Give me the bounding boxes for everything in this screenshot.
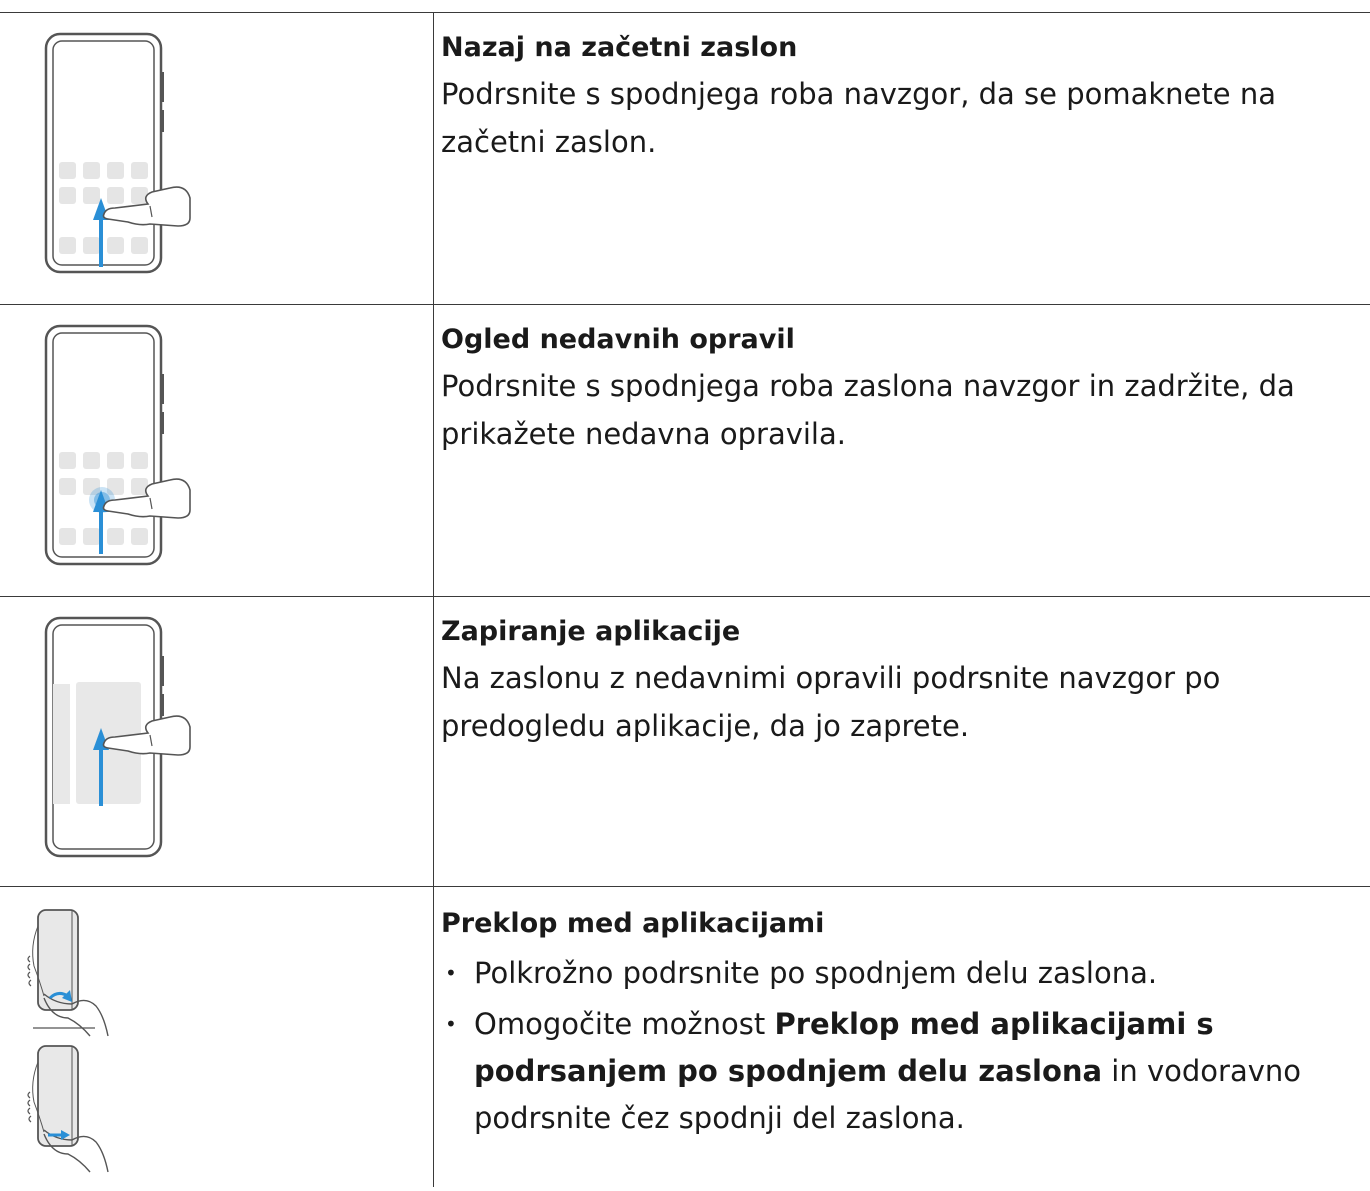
row-3-text: Zapiranje aplikacije Na zaslonu z nedavn… xyxy=(441,614,1341,750)
swipe-up-hold-recents-gesture-icon xyxy=(0,304,433,596)
row-divider xyxy=(0,596,1370,597)
row-4-bullet-list: •Polkrožno podrsnite po spodnjem delu za… xyxy=(441,950,1341,1142)
row-divider xyxy=(0,886,1370,887)
row-2-title: Ogled nedavnih opravil xyxy=(441,324,795,355)
list-item: •Polkrožno podrsnite po spodnjem delu za… xyxy=(445,956,1158,990)
swipe-up-home-gesture-icon xyxy=(0,12,433,304)
swipe-up-close-app-gesture-icon xyxy=(0,596,433,886)
row-2-description: Podrsnite s spodnjega roba zaslona navzg… xyxy=(441,369,1295,451)
row-1-text: Nazaj na začetni zaslon Podrsnite s spod… xyxy=(441,30,1341,166)
setting-name: Preklop med aplikacijami s podrsanjem po… xyxy=(474,1007,1214,1088)
bullet-2-suffix: in vodoravno podrsnite čez spodnji del z… xyxy=(474,1054,1302,1135)
arc-swipe-switch-apps-gesture-icon xyxy=(0,886,433,1187)
row-1-title: Nazaj na začetni zaslon xyxy=(441,32,798,63)
row-4-title: Preklop med aplikacijami xyxy=(441,908,825,939)
row-3-description: Na zaslonu z nedavnimi opravili podrsnit… xyxy=(441,661,1221,743)
bullet-2-prefix: Omogočite možnost xyxy=(474,1007,775,1041)
column-divider xyxy=(433,12,434,1187)
bullet-1-text: Polkrožno podrsnite po spodnjem delu zas… xyxy=(474,956,1158,990)
row-2-text: Ogled nedavnih opravil Podrsnite s spodn… xyxy=(441,322,1341,458)
list-item: •Omogočite možnost Preklop med aplikacij… xyxy=(445,1007,1302,1135)
row-divider xyxy=(0,304,1370,305)
row-1-description: Podrsnite s spodnjega roba navzgor, da s… xyxy=(441,77,1276,159)
row-3-title: Zapiranje aplikacije xyxy=(441,616,741,647)
table-top-border xyxy=(0,12,1370,13)
row-4-text: Preklop med aplikacijami •Polkrožno podr… xyxy=(441,906,1341,1146)
